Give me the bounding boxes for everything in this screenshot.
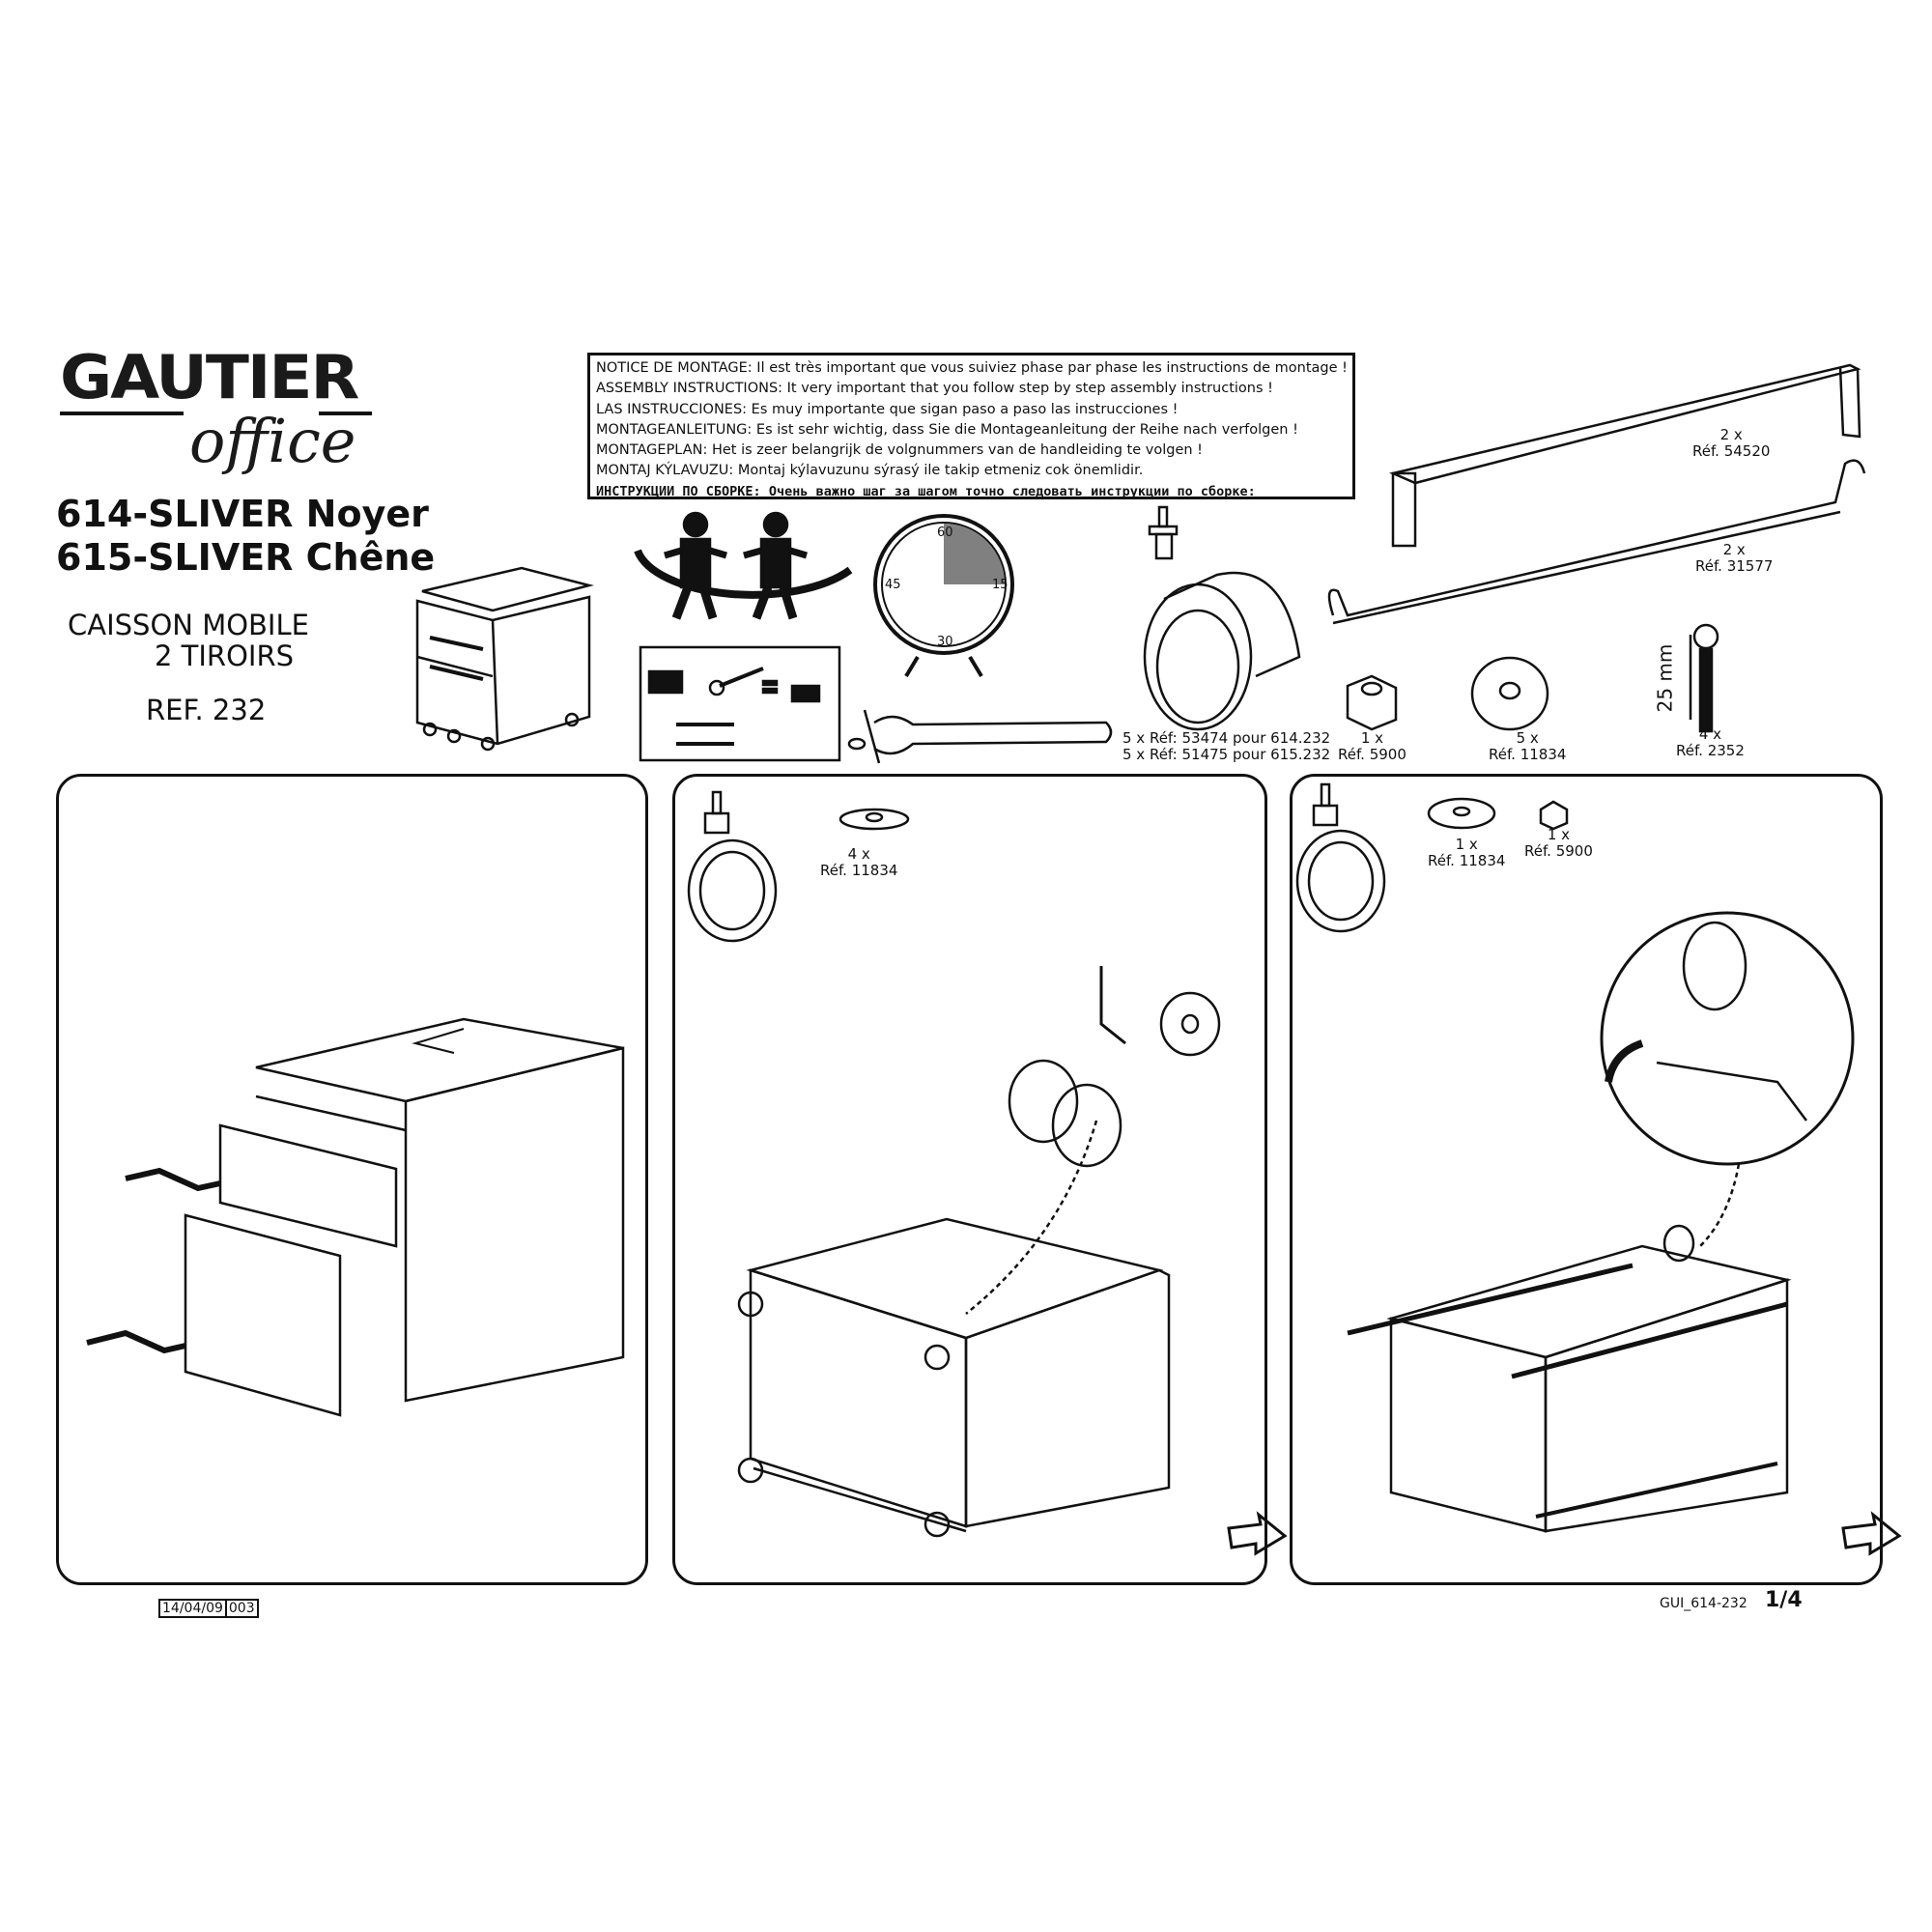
footer-date-revision: 14/04/09 003 — [158, 1599, 259, 1618]
two-people-icon — [634, 511, 853, 620]
clock-icon — [873, 514, 1014, 678]
notice-line-de: MONTAGEANLEITUNG: Es ist sehr wichtig, d… — [596, 421, 1298, 438]
caster-wheel-part — [1143, 505, 1301, 731]
next-step-arrow-icon — [1841, 1511, 1902, 1556]
tools-icon — [639, 645, 841, 762]
clock-label-30: 30 — [937, 635, 953, 649]
notice-line-ru: ИНСТРУКЦИИ ПО СБОРКЕ: Очень важно шаг за… — [596, 483, 1256, 499]
step1-drawer-removal-drawing — [86, 1017, 625, 1417]
clock-label-60: 60 — [937, 526, 953, 540]
notice-line-tr: MONTAJ KÝLAVUZU: Montaj kýlavuzunu sýras… — [596, 463, 1144, 479]
next-step-arrow-icon — [1227, 1511, 1288, 1556]
product-title-615: 615-SLIVER Chêne — [56, 536, 436, 579]
footer-date: 14/04/09 — [162, 1601, 223, 1616]
footer-page-number: 1/4 — [1765, 1588, 1803, 1612]
notice-line-en: ASSEMBLY INSTRUCTIONS: It very important… — [596, 381, 1273, 397]
cabinet-preview-image — [415, 566, 594, 752]
notice-line-fr: NOTICE DE MONTAGE: Il est très important… — [596, 360, 1348, 376]
screw-length-label: 25 mm — [1653, 643, 1677, 713]
notice-line-nl: MONTAGEPLAN: Het is zeer belangrijk de v… — [596, 442, 1203, 459]
product-title-614: 614-SLIVER Noyer — [56, 493, 429, 535]
product-reference: REF. 232 — [146, 694, 267, 726]
product-type-line1: CAISSON MOBILE — [68, 609, 309, 641]
notice-line-es: LAS INSTRUCCIONES: Es muy importante que… — [596, 401, 1179, 417]
clock-label-15: 15 — [992, 578, 1009, 592]
footer-doc-code: GUI_614-232 — [1660, 1596, 1747, 1611]
footer-revision: 003 — [224, 1601, 257, 1616]
step3-rail-install-drawing — [1295, 782, 1855, 1533]
screw-part — [1689, 623, 1719, 733]
clock-label-45: 45 — [885, 578, 901, 592]
step2-caster-install-drawing — [687, 790, 1221, 1538]
assembly-notice-box: NOTICE DE MONTAGE: Il est très important… — [587, 353, 1355, 499]
step-panel-1 — [56, 774, 648, 1585]
brand-logo-sub: office — [189, 406, 356, 476]
brand-logo: GAUTIER — [60, 341, 359, 413]
handle-bar-part — [1389, 363, 1861, 548]
washer-part — [1470, 656, 1549, 731]
drawer-rod-part — [1327, 459, 1866, 625]
nut-part — [1346, 674, 1398, 731]
wrench-icon — [847, 709, 1113, 764]
product-type-line2: 2 TIROIRS — [155, 639, 295, 672]
